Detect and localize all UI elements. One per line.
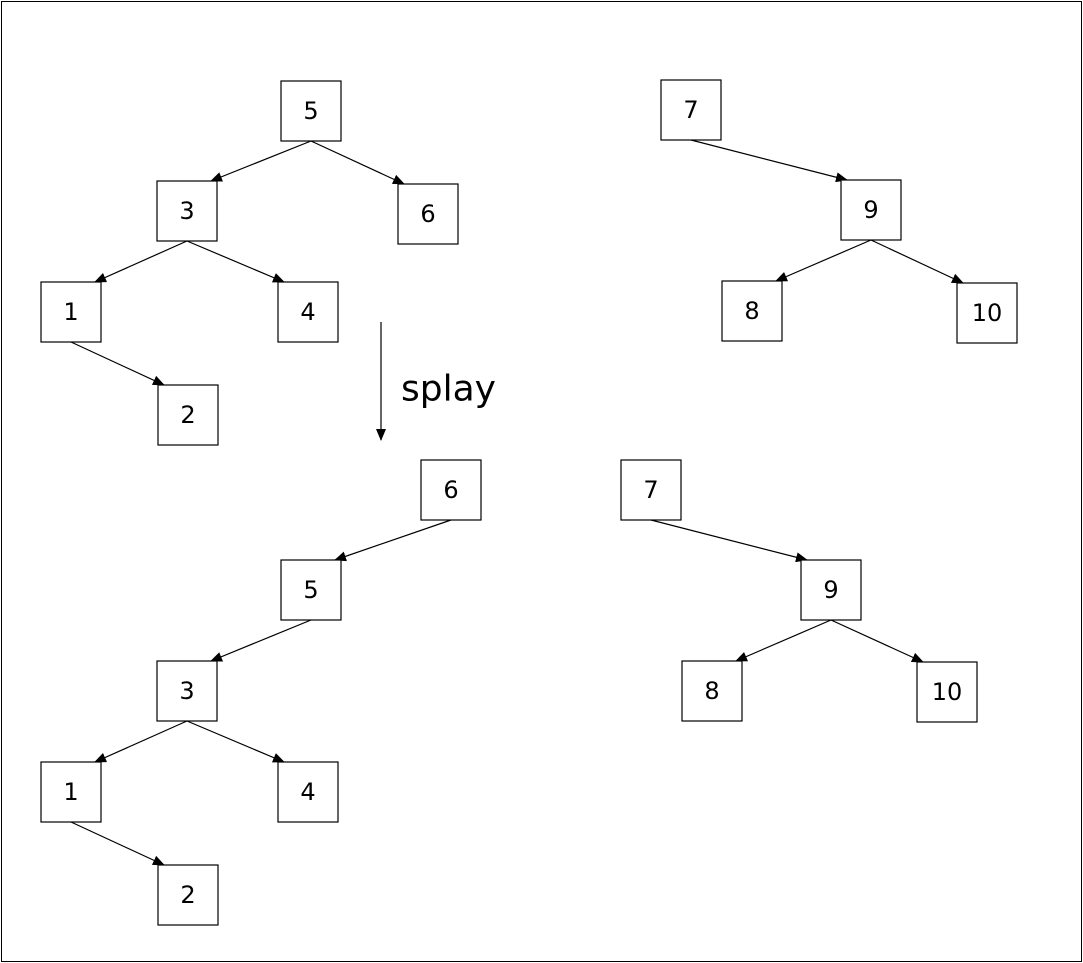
before-right-node-10: 10	[956, 282, 1018, 344]
before-left-edge-1-2	[70, 341, 165, 386]
node-label: 5	[303, 576, 318, 604]
before-left-node-1: 1	[40, 281, 102, 343]
node-box	[800, 559, 862, 621]
node-label: 5	[303, 97, 318, 125]
after-right-node-7: 7	[620, 459, 682, 521]
node-label: 9	[863, 196, 878, 224]
node-box	[681, 660, 743, 722]
after-left-edge-1-2	[70, 821, 165, 866]
node-label: 7	[683, 96, 698, 124]
node-label: 2	[180, 881, 195, 909]
node-box	[280, 559, 342, 621]
after-left-node-3: 3	[156, 660, 218, 722]
node-label: 1	[63, 298, 78, 326]
before-right-edge-9-8	[775, 239, 872, 282]
after-right-edge-7-9	[650, 519, 808, 563]
before-left-edge-3-4	[186, 240, 285, 283]
node-box	[840, 179, 902, 241]
before-left-node-4: 4	[277, 281, 339, 343]
node-label: 4	[300, 778, 315, 806]
edges	[70, 139, 964, 866]
node-box	[156, 660, 218, 722]
before-right-edge-9-10	[870, 239, 964, 284]
node-label: 8	[704, 677, 719, 705]
node-box	[277, 761, 339, 823]
node-box	[420, 459, 482, 521]
node-box	[721, 280, 783, 342]
before-left-edge-3-1	[94, 240, 188, 283]
node-label: 3	[179, 197, 194, 225]
after-right-edge-9-8	[735, 619, 832, 662]
before-left-node-3: 3	[156, 180, 218, 242]
before-left-node-6: 6	[397, 183, 459, 245]
before-left-edge-5-3	[210, 140, 312, 182]
node-label: 3	[179, 677, 194, 705]
after-left-edge-3-4	[186, 720, 285, 763]
nodes: 5 3 6 1 4 2 7 9 8 10 6 5 3 1 4 2 7 9 8 10	[40, 79, 1018, 926]
after-left-edge-6-5	[334, 519, 452, 562]
node-label: 7	[643, 476, 658, 504]
node-label: 6	[443, 476, 458, 504]
after-left-node-5: 5	[280, 559, 342, 621]
node-box	[916, 661, 978, 723]
after-left-node-6: 6	[420, 459, 482, 521]
node-label: 6	[420, 200, 435, 228]
after-right-node-9: 9	[800, 559, 862, 621]
node-box	[620, 459, 682, 521]
node-box	[956, 282, 1018, 344]
before-right-node-7: 7	[660, 79, 722, 141]
node-label: 2	[180, 401, 195, 429]
node-box	[40, 281, 102, 343]
node-label: 1	[63, 778, 78, 806]
before-right-node-8: 8	[721, 280, 783, 342]
node-label: 9	[823, 576, 838, 604]
node-box	[157, 384, 219, 446]
after-left-node-1: 1	[40, 761, 102, 823]
after-right-edge-9-10	[830, 619, 924, 663]
node-label: 4	[300, 298, 315, 326]
node-box	[157, 864, 219, 926]
after-right-node-8: 8	[681, 660, 743, 722]
node-box	[397, 183, 459, 245]
before-left-node-2: 2	[157, 384, 219, 446]
node-label: 10	[932, 678, 963, 706]
node-box	[40, 761, 102, 823]
before-right-node-9: 9	[840, 179, 902, 241]
node-box	[280, 80, 342, 142]
after-left-edge-3-1	[94, 720, 188, 763]
after-right-node-10: 10	[916, 661, 978, 723]
node-box	[277, 281, 339, 343]
before-right-edge-7-9	[690, 139, 848, 183]
node-label: 10	[972, 299, 1003, 327]
after-left-node-4: 4	[277, 761, 339, 823]
node-box	[660, 79, 722, 141]
after-left-node-2: 2	[157, 864, 219, 926]
node-label: 8	[744, 297, 759, 325]
after-left-edge-5-3	[210, 619, 312, 662]
splay-label: splay	[401, 369, 496, 410]
node-box	[156, 180, 218, 242]
before-left-node-5: 5	[280, 80, 342, 142]
before-left-edge-5-6	[310, 140, 405, 185]
